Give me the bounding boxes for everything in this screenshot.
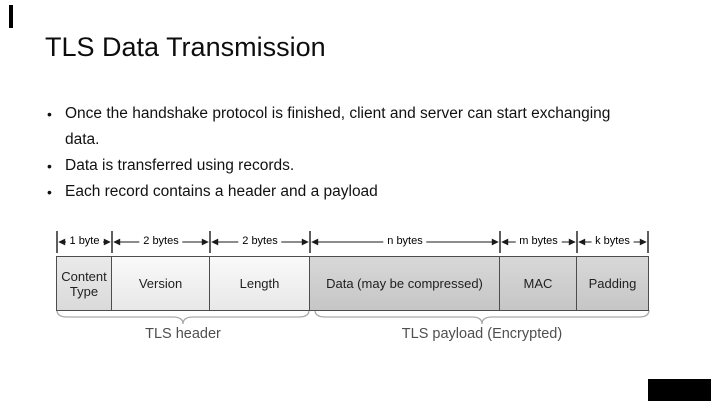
bullet-text: Once the handshake protocol is finished,… bbox=[65, 105, 611, 148]
arrowhead-icon bbox=[301, 238, 309, 246]
field-box-length: Length bbox=[210, 257, 310, 310]
field-label: MAC bbox=[523, 276, 553, 291]
bullet-marker-icon: • bbox=[47, 184, 52, 200]
slide-title: TLS Data Transmission bbox=[45, 32, 326, 62]
arrowhead-icon bbox=[639, 238, 647, 246]
field-box-content-type: Content Type bbox=[57, 257, 112, 310]
field-box-mac: MAC bbox=[500, 257, 577, 310]
bullet-item: • Each record contains a header and a pa… bbox=[47, 179, 622, 205]
field-label: Padding bbox=[588, 276, 637, 291]
field-label: Content Type bbox=[61, 268, 107, 299]
record-field-boxes: Content Type Version Length Data (may be co… bbox=[56, 256, 649, 311]
bullet-list: • Once the handshake protocol is finishe… bbox=[47, 101, 622, 205]
bullet-text: Each record contains a header and a payl… bbox=[65, 183, 378, 200]
group-label-payload: TLS payload (Encrypted) bbox=[401, 326, 563, 342]
arrowhead-icon bbox=[568, 238, 576, 246]
arrowhead-icon bbox=[311, 238, 319, 246]
group-label-header: TLS header bbox=[145, 326, 221, 342]
size-label: n bytes bbox=[383, 235, 427, 247]
arrowhead-icon bbox=[103, 238, 111, 246]
field-label: Version bbox=[138, 276, 183, 291]
field-label: Data (may be compressed) bbox=[326, 276, 483, 291]
bullet-marker-icon: • bbox=[47, 106, 52, 122]
field-label: Length bbox=[239, 276, 280, 291]
black-bar-artifact bbox=[9, 5, 13, 28]
underbrace-icon bbox=[314, 309, 650, 325]
arrowhead-icon bbox=[211, 238, 219, 246]
size-label: 2 bytes bbox=[238, 235, 282, 247]
field-box-data-may-be-compressed: Data (may be compressed) bbox=[310, 257, 500, 310]
bullet-marker-icon: • bbox=[47, 158, 52, 174]
bullet-item: • Once the handshake protocol is finishe… bbox=[47, 101, 622, 153]
arrowhead-icon bbox=[501, 238, 509, 246]
size-label: k bytes bbox=[591, 235, 634, 247]
arrowhead-icon bbox=[578, 238, 586, 246]
arrowhead-icon bbox=[201, 238, 209, 246]
arrowhead-icon bbox=[113, 238, 121, 246]
size-label: m bytes bbox=[515, 235, 562, 247]
black-box-artifact bbox=[648, 379, 711, 401]
field-box-padding: Padding bbox=[577, 257, 648, 310]
arrowhead-icon bbox=[491, 238, 499, 246]
size-label: 1 byte bbox=[65, 235, 104, 247]
field-box-version: Version bbox=[112, 257, 210, 310]
bullet-text: Data is transferred using records. bbox=[65, 157, 295, 174]
size-label: 2 bytes bbox=[139, 235, 183, 247]
arrowhead-icon bbox=[58, 238, 66, 246]
bullet-item: • Data is transferred using records. bbox=[47, 153, 622, 179]
underbrace-icon bbox=[56, 309, 310, 325]
